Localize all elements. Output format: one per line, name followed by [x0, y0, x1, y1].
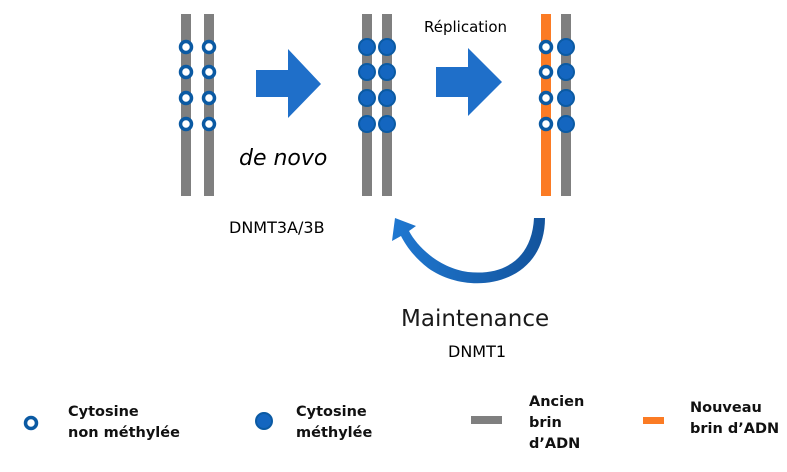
unmethylated-cytosine-icon [538, 39, 554, 55]
unmethylated-cytosine-icon [201, 90, 217, 106]
unmethylated-cytosine-icon [178, 39, 194, 55]
legend-old-strand-label: Ancien brin d’ADN [529, 394, 585, 452]
methylated-cytosine-icon [358, 38, 376, 56]
legend-unmethylated-cytosine-icon [23, 415, 39, 431]
methylated-cytosine-icon [358, 63, 376, 81]
legend-unmethylated-label: Cytosine non méthylée [68, 404, 180, 441]
methylated-cytosine-icon [358, 115, 376, 133]
unmethylated-cytosine-icon [201, 116, 217, 132]
unmethylated-cytosine-icon [538, 64, 554, 80]
methylated-cytosine-icon [378, 38, 396, 56]
methylated-cytosine-icon [557, 115, 575, 133]
unmethylated-cytosine-icon [538, 90, 554, 106]
legend-old-strand-icon [471, 416, 502, 424]
unmethylated-cytosine-icon [538, 116, 554, 132]
methylated-cytosine-icon [557, 63, 575, 81]
dna-stage-methylated [358, 14, 396, 196]
replication-arrow-icon [436, 48, 502, 116]
unmethylated-cytosine-icon [201, 39, 217, 55]
legend-methylated-cytosine-icon [255, 412, 273, 430]
maintenance-label: Maintenance [401, 306, 550, 332]
methylated-cytosine-icon [557, 89, 575, 107]
unmethylated-cytosine-icon [201, 64, 217, 80]
unmethylated-cytosine-icon [178, 116, 194, 132]
methylated-cytosine-icon [358, 89, 376, 107]
dna-stage-unmethylated [178, 14, 217, 196]
de-novo-label: de novo [239, 146, 328, 171]
methylated-cytosine-icon [378, 89, 396, 107]
unmethylated-cytosine-icon [178, 64, 194, 80]
unmethylated-cytosine-icon [178, 90, 194, 106]
de-novo-arrow-icon [256, 49, 321, 118]
dnmt1-label: DNMT1 [448, 342, 507, 361]
maintenance-curved-arrow-icon [392, 218, 545, 284]
legend-new-strand-icon [643, 417, 664, 424]
dnmt3-label: DNMT3A/3B [229, 218, 325, 237]
methylated-cytosine-icon [557, 38, 575, 56]
methylated-cytosine-icon [378, 115, 396, 133]
legend-new-strand-label: Nouveau brin d’ADN [690, 400, 780, 437]
replication-label: Réplication [424, 18, 508, 36]
legend-methylated-label: Cytosine méthylée [296, 404, 373, 441]
dna-stage-hemimethylated [538, 14, 575, 196]
methylated-cytosine-icon [378, 63, 396, 81]
